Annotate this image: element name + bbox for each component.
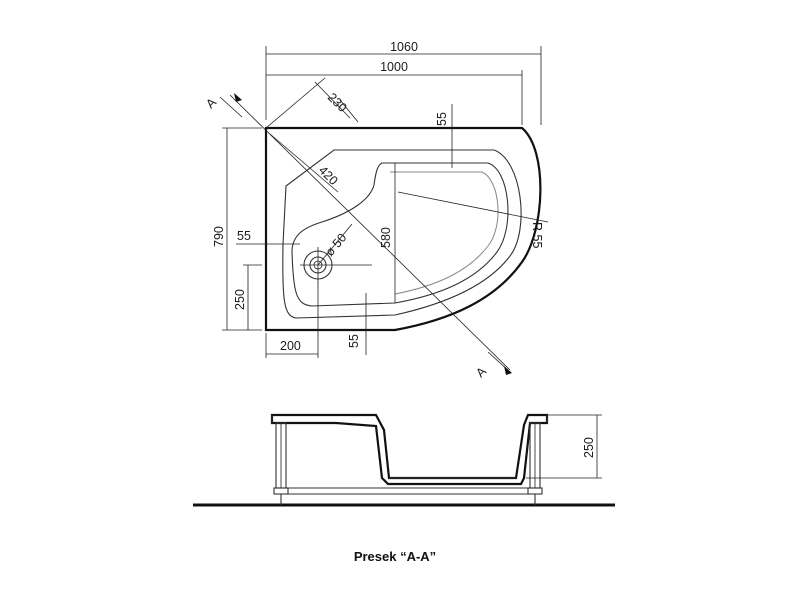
dim-top-rim-55: 55 (435, 112, 449, 126)
right-leg (527, 422, 543, 505)
basin-outline (291, 162, 509, 307)
drain (300, 247, 372, 283)
section-label-top: A (203, 95, 219, 111)
dim-1000: 1000 (380, 60, 408, 74)
basin-inner-shade (390, 171, 499, 295)
dim-1060: 1060 (390, 40, 418, 54)
section-arrow-bottom (504, 366, 512, 375)
left-leg (273, 422, 289, 505)
dim-bottom-rim-55: 55 (347, 334, 361, 348)
inner-rim-outline (282, 149, 522, 319)
plan-view: A A 1060 1000 230 420 55 R 55 790 580 (203, 40, 549, 380)
dim-580: 580 (379, 227, 393, 248)
dim-420: 420 (316, 163, 341, 188)
section-label-bottom: A (473, 364, 489, 380)
dim-radius: R 55 (530, 222, 544, 248)
section-arrow-top (234, 93, 242, 102)
section-caption: Presek “A-A” (354, 549, 436, 564)
dim-side-rim-55: 55 (237, 229, 251, 243)
dim-230: 230 (325, 90, 350, 115)
tray-outline (264, 126, 542, 332)
dim-250-plan: 250 (233, 289, 247, 310)
dim-250-section: 250 (582, 437, 596, 458)
section-view: 250 (193, 413, 615, 507)
dim-790: 790 (212, 226, 226, 247)
section-tray-profile (270, 413, 549, 486)
dim-200: 200 (280, 339, 301, 353)
section-line (229, 94, 511, 371)
